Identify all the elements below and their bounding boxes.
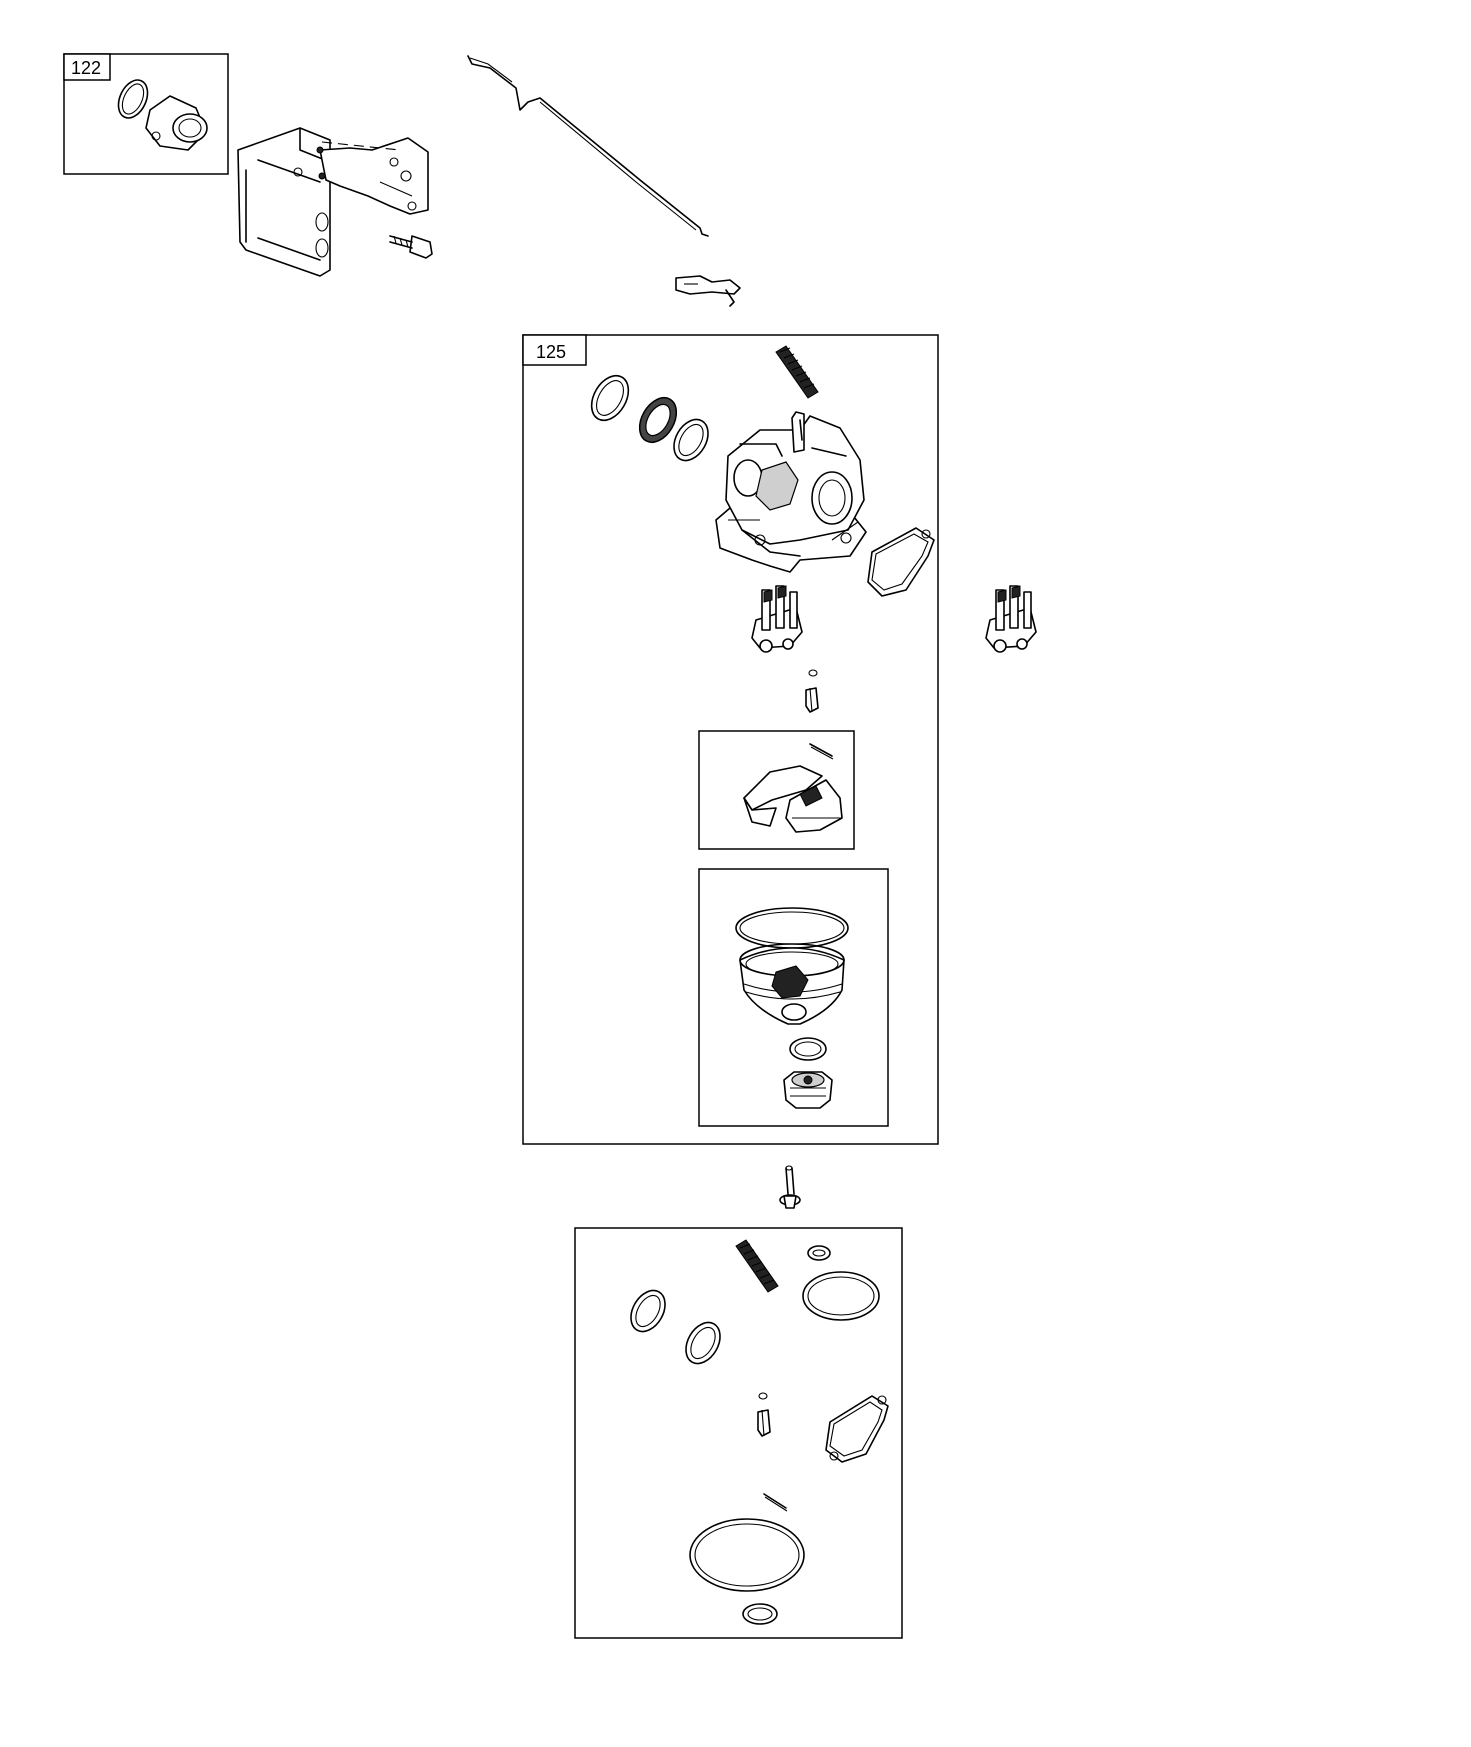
- throttle-bracket: [237, 127, 429, 277]
- bowl-o-ring: [735, 907, 849, 949]
- kit-122-box[interactable]: 122: [63, 53, 229, 175]
- kit-idle-spring: [735, 1239, 779, 1293]
- float-bowl: [739, 943, 845, 1025]
- kit-carb-gasket: [685, 1321, 721, 1365]
- bowl-screw-washer: [789, 1037, 827, 1061]
- kit-needle-clip: [758, 1392, 768, 1400]
- kit-small-o-ring: [807, 1245, 831, 1261]
- float-pin: [809, 743, 834, 760]
- kit-bowl-washer: [742, 1603, 778, 1625]
- link-clip: [675, 275, 741, 307]
- choke-screw: [779, 1165, 801, 1209]
- overhaul-kit-box[interactable]: [574, 1227, 903, 1639]
- carb-gasket-ring: [673, 418, 709, 462]
- kit-125-box[interactable]: 125: [522, 334, 939, 1145]
- carb-mounting-gasket: [867, 527, 935, 597]
- bowl-nut: [783, 1071, 833, 1109]
- carburetor-float: [743, 765, 843, 833]
- fuel-valve-replacement: [985, 585, 1037, 653]
- carburetor-body: [715, 411, 867, 573]
- kit-large-o-ring: [689, 1518, 805, 1592]
- governor-link-rod: [467, 55, 709, 237]
- fuel-inlet-valve: [751, 585, 803, 653]
- float-bowl-kit-box[interactable]: [698, 868, 889, 1127]
- kit-intake-gasket: [630, 1289, 666, 1333]
- idle-spring: [775, 345, 819, 399]
- inlet-needle: [805, 669, 819, 713]
- float-kit-box[interactable]: [698, 730, 855, 850]
- spacer-ring: [638, 396, 678, 444]
- kit-inlet-needle: [757, 1409, 771, 1437]
- kit-mounting-gasket: [825, 1395, 889, 1463]
- kit-122-callout: 122: [71, 58, 101, 78]
- kit-125-callout: 125: [536, 342, 566, 362]
- kit-float-pin: [763, 1493, 788, 1512]
- primer-o-ring: [117, 79, 149, 119]
- kit-bowl-o-ring: [802, 1271, 880, 1321]
- primer-bulb: [145, 95, 208, 151]
- bracket-screw: [389, 235, 433, 259]
- intake-gasket-ring: [590, 374, 630, 422]
